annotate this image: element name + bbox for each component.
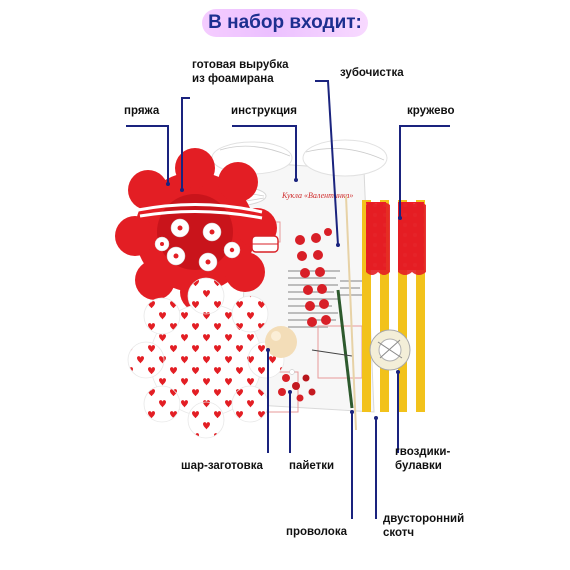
label-wire: проволока [286, 526, 347, 538]
lace-ribbon-icon [366, 202, 426, 275]
toothpick-icon [345, 195, 357, 431]
label-yarn: пряжа [124, 105, 160, 117]
small-lace-icon [251, 235, 279, 253]
instruction-sheet-title: Кукла «Валентинка» [281, 191, 353, 200]
tape-strips-icon [362, 200, 425, 412]
wire-icon [311, 289, 354, 409]
title-banner: В набор входит: [202, 6, 368, 40]
callout-lines [126, 80, 450, 519]
title-highlight [202, 9, 368, 37]
label-sequins: пайетки [289, 460, 335, 472]
tape-roll-icon [369, 329, 411, 371]
label-precut-foam-line2: из фоамирана [192, 73, 274, 85]
label-instruction: инструкция [231, 105, 297, 117]
ball-icon [265, 326, 297, 358]
label-ball-blank: шар-заготовка [181, 460, 263, 472]
sequins-icon [278, 369, 316, 402]
label-tape-line2: скотч [383, 527, 415, 539]
label-lace: кружево [407, 105, 455, 117]
label-tape-line1: двусторонний [383, 513, 465, 525]
page-title: В набор входит: [208, 12, 362, 33]
heart-pattern-foam-icon [127, 277, 285, 439]
label-precut-foam-line1: готовая вырубка [192, 59, 289, 71]
label-pins-line2: булавки [395, 460, 442, 472]
label-pins-line1: гвоздики- [395, 446, 451, 458]
label-toothpick: зубочистка [340, 67, 404, 79]
